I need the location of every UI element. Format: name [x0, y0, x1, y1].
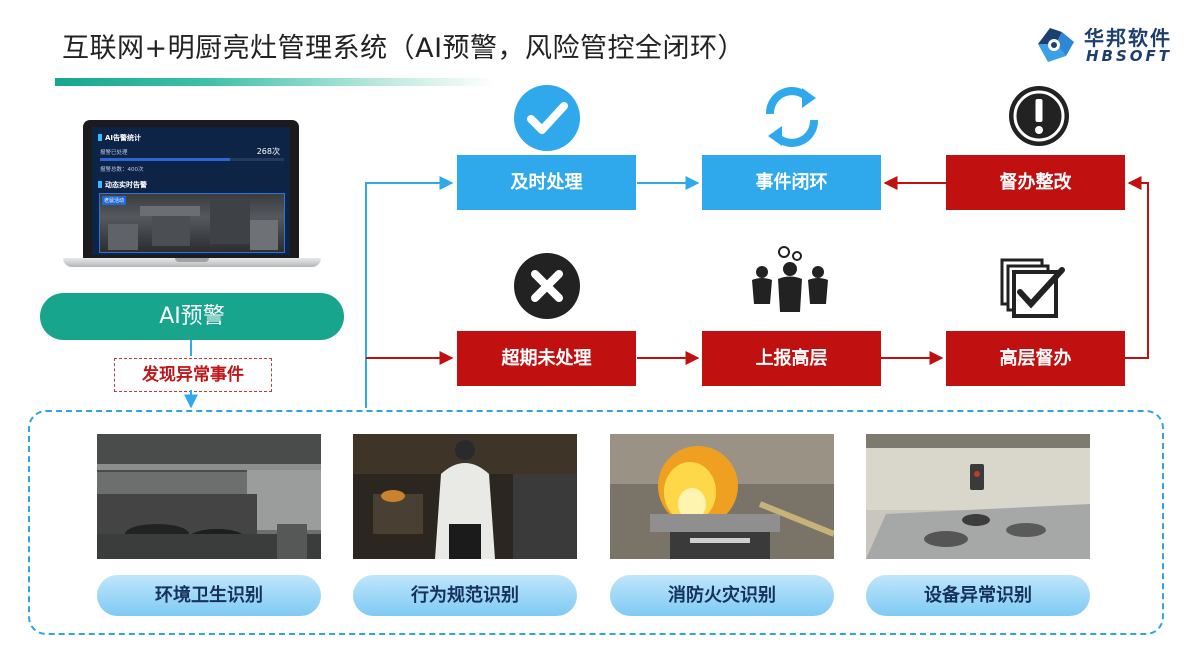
company-logo: 华邦软件 HBSOFT	[1032, 22, 1182, 66]
fire-recognition-pill: 消防火灾识别	[610, 575, 834, 616]
fire-photo	[610, 434, 834, 559]
total-label: 报警总数：400次	[100, 167, 144, 173]
laptop-base	[63, 258, 321, 267]
kitchen-camera-image	[108, 200, 278, 250]
hygiene-recognition-pill: 环境卫生识别	[97, 575, 321, 616]
checklist-icon	[1000, 258, 1065, 318]
logo-mark-icon	[1038, 28, 1074, 62]
refresh-cycle-icon	[766, 87, 818, 147]
handled-label: 报警已处理	[100, 150, 128, 156]
live-title: 动态实时告警	[98, 180, 147, 190]
checkmark-icon	[514, 85, 580, 151]
senior-to-supervise-arrow	[1125, 176, 1149, 359]
cross-icon	[514, 253, 580, 319]
found-event-box: 发现异常事件	[114, 358, 272, 392]
management-team-icon	[752, 246, 828, 312]
live-video-feed: 老鼠活动	[99, 193, 285, 253]
senior-supervise-box: 高层督办	[946, 331, 1125, 386]
supervise-rectify-box: 督办整改	[946, 155, 1125, 210]
hygiene-photo	[97, 434, 321, 559]
report-senior-box: 上报高层	[702, 331, 881, 386]
timely-handling-box: 及时处理	[457, 155, 636, 210]
laptop-notch	[175, 258, 209, 262]
equipment-recognition-pill: 设备异常识别	[866, 575, 1090, 616]
stats-title: AI告警统计	[98, 133, 141, 143]
behavior-photo	[353, 434, 577, 559]
exclamation-icon	[1009, 86, 1069, 146]
ai-warning-pill: AI预警	[40, 293, 344, 340]
dashboard-screen: AI告警统计 报警已处理 268次 报警总数：400次 动态实时告警 老鼠活动	[92, 127, 290, 255]
overdue-unhandled-box: 超期未处理	[457, 331, 636, 386]
live-tag: 老鼠活动	[102, 196, 127, 205]
laptop-dashboard: AI告警统计 报警已处理 268次 报警总数：400次 动态实时告警 老鼠活动	[63, 120, 321, 272]
page-title: 互联网+明厨亮灶管理系统（AI预警，风险管控全闭环）	[62, 33, 746, 64]
progress-fill	[100, 158, 230, 161]
equipment-photo	[866, 434, 1090, 559]
recognition-frame	[28, 410, 1164, 635]
logo-chinese: 华邦软件	[1084, 26, 1172, 50]
event-closed-loop-box: 事件闭环	[702, 155, 881, 210]
laptop-screen-frame: AI告警统计 报警已处理 268次 报警总数：400次 动态实时告警 老鼠活动	[83, 120, 299, 258]
title-underline	[55, 78, 495, 86]
behavior-recognition-pill: 行为规范识别	[353, 575, 577, 616]
handled-count: 268次	[256, 147, 280, 156]
logo-english: HBSOFT	[1086, 47, 1173, 65]
to-timely-arrow	[365, 176, 454, 408]
